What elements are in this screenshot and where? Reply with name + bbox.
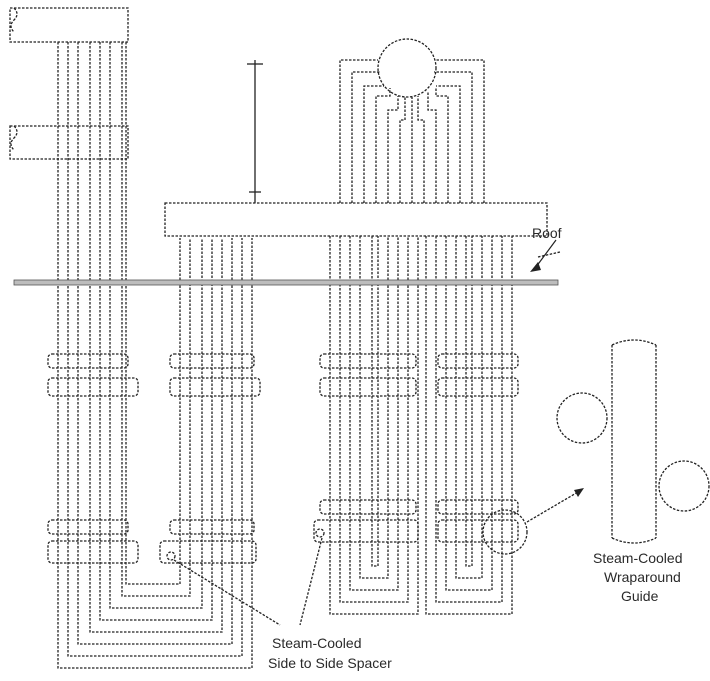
arrow-head-roof xyxy=(530,262,541,272)
right-u-tube-panel xyxy=(329,236,513,615)
right-header xyxy=(339,38,485,203)
side-spacer-label-line1: Steam-Cooled xyxy=(272,635,362,651)
wraparound-label-line1: Steam-Cooled xyxy=(593,550,683,566)
wraparound-guide-detail xyxy=(482,339,710,555)
left-u-tube-panel xyxy=(57,42,253,669)
roof-leader xyxy=(535,239,557,268)
roof-line xyxy=(13,279,559,286)
left-spacer-bands xyxy=(47,353,261,564)
roof-beam xyxy=(164,202,548,237)
roof-label: Roof xyxy=(532,225,562,241)
spacer-marker-right xyxy=(315,528,325,538)
left-header xyxy=(9,7,129,160)
wraparound-label-line2: Wraparound xyxy=(604,569,681,585)
leader-lines xyxy=(173,251,561,626)
spacer-marker-left xyxy=(166,551,176,561)
arrow-head-wraparound xyxy=(574,488,584,497)
right-spacer-bands xyxy=(313,353,519,543)
support-rod xyxy=(247,60,263,203)
wraparound-label-line3: Guide xyxy=(621,588,659,604)
side-spacer-label-line2: Side to Side Spacer xyxy=(268,655,392,671)
